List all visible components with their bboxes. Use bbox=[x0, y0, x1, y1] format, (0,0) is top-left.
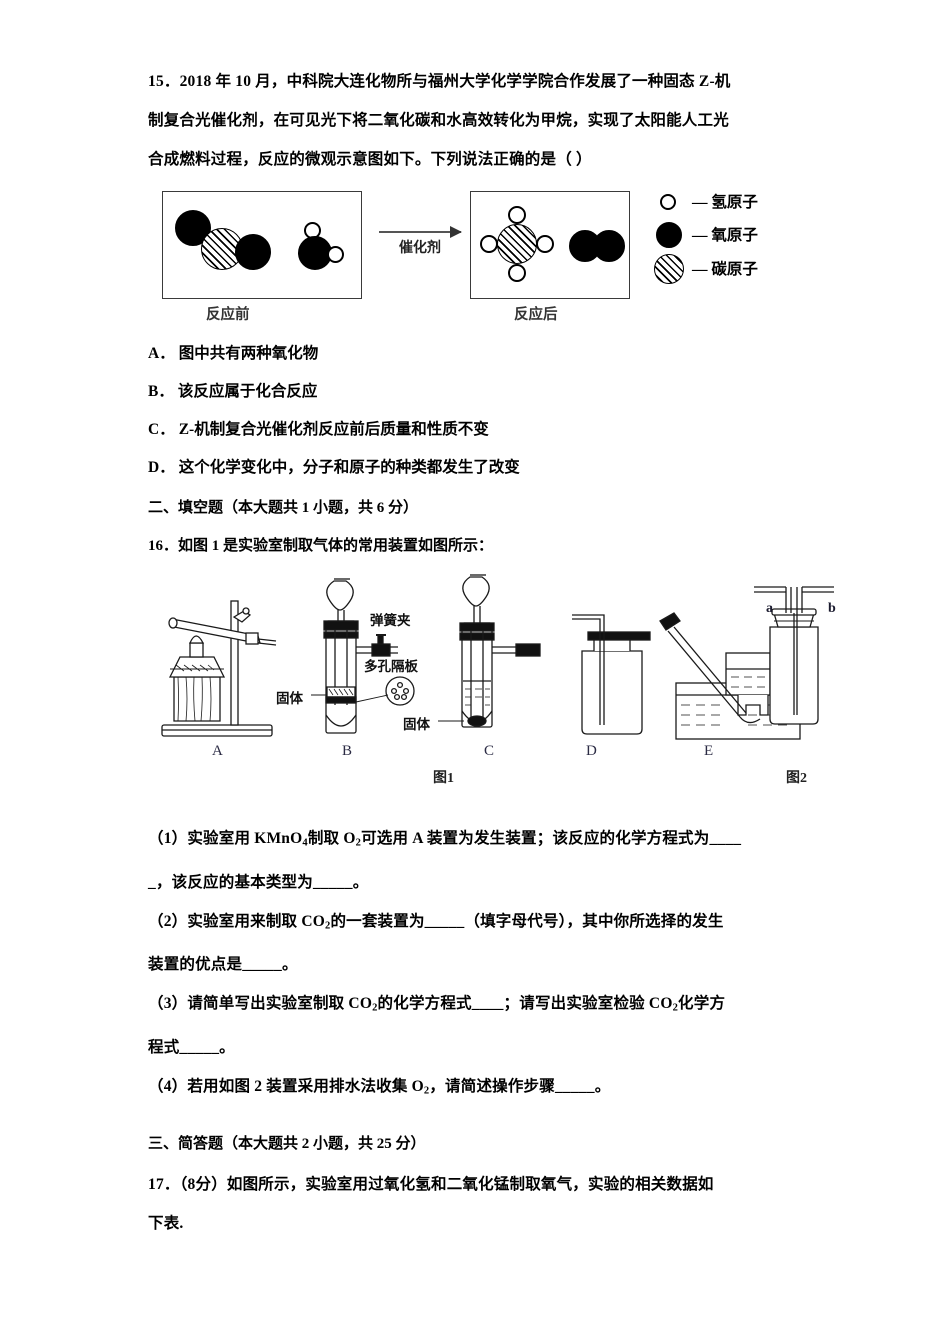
apparatus-diagram bbox=[161, 574, 801, 740]
option-a-text: 图中共有两种氧化物 bbox=[178, 345, 319, 362]
part-3-seg-3: 化学方 bbox=[678, 995, 726, 1013]
legend-label-carbon: — 碳原子 bbox=[692, 260, 758, 278]
products-box bbox=[470, 191, 630, 299]
option-d-label: D． bbox=[148, 459, 175, 476]
hydrogen-atom bbox=[508, 264, 526, 282]
part-1-sub-1: 4 bbox=[302, 837, 308, 849]
caption-after-reaction: 反应后 bbox=[514, 307, 558, 323]
section-2-heading: 二、填空题（本大题共 1 小题，共 6 分） bbox=[148, 500, 419, 516]
question-15-line-3: 合成燃料过程，反应的微观示意图如下。下列说法正确的是（ ） bbox=[148, 151, 592, 168]
part-4-seg-1: （4）若用如图 2 装置采用排水法收集 O bbox=[148, 1077, 424, 1095]
hydrogen-atom bbox=[536, 235, 554, 253]
hydrogen-swatch-icon bbox=[660, 193, 676, 210]
part-3-sub-2: 2 bbox=[672, 1002, 679, 1014]
question-16-part-2-line-2: 装置的优点是_____。 bbox=[148, 956, 298, 974]
option-b[interactable]: B．该反应属于化合反应 bbox=[148, 373, 820, 411]
part-4-sub-1: 2 bbox=[423, 1085, 430, 1097]
part-2-seg-2: 的一套装置为_____（填字母代号），其中你所选择的发生 bbox=[330, 912, 724, 930]
apparatus-c-icon bbox=[438, 574, 541, 728]
caption-before-reaction: 反应前 bbox=[206, 307, 250, 323]
reactants-box bbox=[162, 191, 362, 299]
question-17-line-1: 17．（8分）如图所示，实验室用过氧化氢和二氧化锰制取氧气，实验的相关数据如 bbox=[148, 1165, 820, 1204]
question-16-stem: 16．如图 1 是实验室制取气体的常用装置如图所示： bbox=[148, 531, 820, 561]
oxygen-atom bbox=[593, 230, 625, 262]
part-4-seg-2: ，请简述操作步骤_____。 bbox=[429, 1077, 611, 1095]
catalyst-label: 催化剂 bbox=[399, 241, 441, 256]
figure-1-caption: 图1 bbox=[433, 771, 454, 786]
apparatus-label-d: D bbox=[586, 743, 597, 759]
apparatus-label-e: E bbox=[704, 743, 714, 759]
question-17-line-2: 下表. bbox=[148, 1214, 184, 1232]
apparatus-b-icon bbox=[311, 578, 415, 734]
option-c-text: Z-机制复合光催化剂反应前后质量和性质不变 bbox=[178, 421, 489, 438]
apparatus-label-b: B bbox=[342, 743, 353, 759]
reaction-arrow-group: 催化剂 bbox=[374, 226, 466, 257]
part-1-seg-1: （1）实验室用 KMnO bbox=[148, 830, 303, 847]
apparatus-a-icon bbox=[161, 600, 277, 737]
option-b-label: B． bbox=[148, 383, 174, 400]
oxygen-swatch-icon bbox=[656, 221, 682, 248]
apparatus-d-icon bbox=[572, 614, 651, 735]
part-1-sub-2: 2 bbox=[355, 837, 362, 849]
part-2-seg-1: （2）实验室用来制取 CO bbox=[148, 912, 325, 930]
question-15: 15．2018 年 10 月，中科院大连化物所与福州大学化学学院合作发展了一种固… bbox=[148, 62, 820, 487]
question-16-figure: 弹簧夹 多孔隔板 固体 固体 a b A B C D E 图1 图2 bbox=[148, 565, 836, 797]
hydrogen-atom bbox=[508, 206, 526, 224]
option-d[interactable]: D．这个化学变化中，分子和原子的种类都发生了改变 bbox=[148, 449, 820, 487]
part-2-sub-1: 2 bbox=[324, 920, 331, 932]
port-b-label: b bbox=[828, 601, 836, 616]
question-17-number: 17． bbox=[148, 1175, 180, 1193]
question-16-part-4: （4）若用如图 2 装置采用排水法收集 O2，请简述操作步骤_____。 bbox=[148, 1067, 820, 1111]
option-c[interactable]: C．Z-机制复合光催化剂反应前后质量和性质不变 bbox=[148, 411, 820, 449]
question-16-parts: （1）实验室用 KMnO4制取 O2可选用 A 装置为发生装置；该反应的化学方程… bbox=[148, 819, 820, 1111]
part-3-seg-2: 的化学方程式____；请写出实验室检验 CO bbox=[377, 995, 673, 1013]
carbon-swatch-icon bbox=[654, 254, 684, 284]
question-16-part-1-line-2: _，该反应的基本类型为_____。 bbox=[148, 873, 369, 891]
question-16-part-3: （3）请简单写出实验室制取 CO2的化学方程式____；请写出实验室检验 CO2… bbox=[148, 984, 820, 1028]
option-a[interactable]: A．图中共有两种氧化物 bbox=[148, 335, 820, 373]
apparatus-fig2-icon bbox=[754, 586, 834, 725]
page-content: 15．2018 年 10 月，中科院大连化物所与福州大学化学学院合作发展了一种固… bbox=[148, 62, 836, 1243]
carbon-atom bbox=[497, 224, 537, 264]
option-d-text: 这个化学变化中，分子和原子的种类都发生了改变 bbox=[178, 459, 520, 476]
question-16-number: 16． bbox=[148, 538, 179, 554]
option-c-label: C． bbox=[148, 421, 175, 438]
question-17: 17．（8分）如图所示，实验室用过氧化氢和二氧化锰制取氧气，实验的相关数据如 下… bbox=[148, 1165, 820, 1243]
option-b-text: 该反应属于化合反应 bbox=[177, 383, 318, 400]
reaction-arrow-icon bbox=[379, 226, 462, 238]
question-15-line-2: 制复合光催化剂，在可见光下将二氧化碳和水高效转化为甲烷，实现了太阳能人工光 bbox=[148, 112, 729, 129]
oxygen-atom bbox=[235, 234, 271, 270]
question-15-figure: 催化剂 反应前 反应后 — 氢原子 bbox=[148, 185, 820, 335]
port-a-label: a bbox=[766, 601, 773, 616]
spring-clip-label: 弹簧夹 bbox=[370, 613, 411, 628]
apparatus-label-c: C bbox=[484, 743, 495, 759]
porous-plate-label: 多孔隔板 bbox=[364, 659, 418, 674]
part-1-seg-3: 可选用 A 装置为发生装置；该反应的化学方程式为____ bbox=[361, 830, 742, 847]
question-16-stem-text: 如图 1 是实验室制取气体的常用装置如图所示： bbox=[178, 538, 494, 554]
apparatus-label-a: A bbox=[212, 743, 223, 759]
section-3-heading: 三、简答题（本大题共 2 小题，共 25 分） bbox=[148, 1135, 426, 1152]
question-16-part-2: （2）实验室用来制取 CO2的一套装置为_____（填字母代号），其中你所选择的… bbox=[148, 902, 820, 946]
legend-label-hydrogen: — 氢原子 bbox=[692, 193, 758, 211]
solid-label-b: 固体 bbox=[276, 691, 303, 706]
figure-2-caption: 图2 bbox=[786, 771, 807, 786]
question-16-part-1: （1）实验室用 KMnO4制取 O2可选用 A 装置为发生装置；该反应的化学方程… bbox=[148, 819, 820, 863]
legend-label-oxygen: — 氧原子 bbox=[692, 226, 758, 244]
question-15-number: 15． bbox=[148, 73, 180, 90]
part-3-seg-1: （3）请简单写出实验室制取 CO bbox=[148, 995, 373, 1013]
hydrogen-atom bbox=[327, 246, 344, 263]
hydrogen-atom bbox=[480, 235, 498, 253]
question-16-part-3-line-2: 程式_____。 bbox=[148, 1038, 235, 1056]
part-3-sub-1: 2 bbox=[372, 1002, 378, 1014]
question-15-line-1: 15．2018 年 10 月，中科院大连化物所与福州大学化学学院合作发展了一种固… bbox=[148, 62, 820, 101]
oxygen-atom bbox=[298, 236, 332, 270]
option-a-label: A． bbox=[148, 345, 175, 362]
solid-label-c: 固体 bbox=[403, 717, 430, 732]
question-17-text-line-1: （8分）如图所示，实验室用过氧化氢和二氧化锰制取氧气，实验的相关数据如 bbox=[179, 1175, 714, 1193]
oxygen-atom bbox=[175, 210, 211, 246]
part-1-seg-2: 制取 O bbox=[307, 830, 356, 847]
question-15-body-line-1: 2018 年 10 月，中科院大连化物所与福州大学化学学院合作发展了一种固态 Z… bbox=[179, 73, 731, 90]
